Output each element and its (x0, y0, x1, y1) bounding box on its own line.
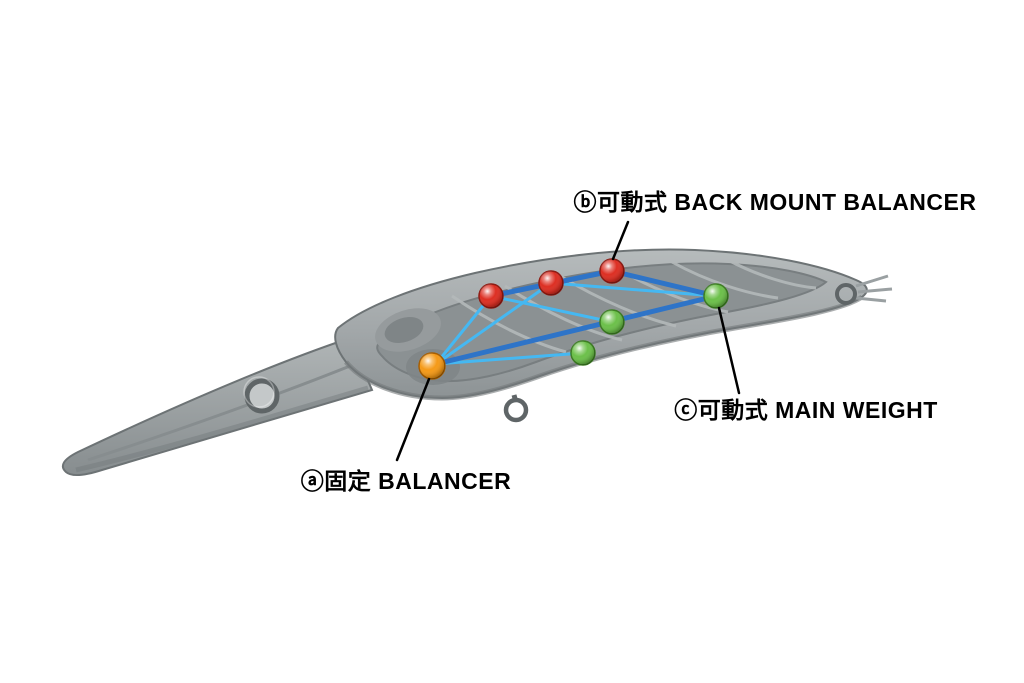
ball-green-shading (600, 310, 624, 334)
body-belly-shading (344, 294, 864, 401)
bill-ridge-line (87, 364, 351, 462)
track-dark (433, 293, 719, 367)
ball-green-shading (571, 341, 595, 365)
rib-line (504, 284, 623, 342)
track-light (434, 294, 493, 366)
line-tie-eyelet-highlight (243, 376, 275, 408)
rib-line (451, 294, 567, 354)
track-light (549, 281, 718, 298)
ball-back-mount-2 (538, 270, 564, 296)
ball-orange-shading (419, 353, 445, 379)
tail-wire (857, 287, 893, 294)
ball-back-mount-3 (599, 258, 625, 284)
track-light (489, 294, 614, 324)
leader-lines (395, 220, 741, 462)
ball-fixed-balancer (418, 352, 446, 380)
ball-green-shading (704, 284, 728, 308)
tail-hardware (835, 274, 893, 305)
track-light (434, 281, 553, 366)
ball-main-weight-3 (703, 283, 729, 309)
label-fixed-balancer: ⓐ固定 BALANCER (301, 468, 511, 494)
ball-red-shading (479, 284, 503, 308)
leader-line-main-weight (717, 306, 741, 395)
leader-line-back-mount (611, 220, 630, 261)
ball-main-weight-1 (570, 340, 596, 366)
ball-red-shading (600, 259, 624, 283)
lure-bill (62, 336, 374, 476)
rib-line (727, 258, 817, 290)
ball-back-mount-1 (478, 283, 504, 309)
head-cavity-hole (384, 317, 424, 343)
ball-main-weight-2 (599, 309, 625, 335)
rib-line (671, 260, 779, 300)
belly-hook-eyelet (503, 397, 529, 423)
leader-line-fixed-balancer (395, 377, 431, 462)
bill-shadow-edge (75, 385, 369, 473)
tail-wire (855, 296, 887, 303)
track-dark (609, 268, 719, 299)
weights (418, 258, 729, 380)
tail-wire (855, 274, 889, 288)
label-back-mount-balancer: ⓑ可動式 BACK MOUNT BALANCER (574, 189, 977, 215)
track-light (434, 351, 585, 366)
label-main-weight: ⓒ可動式 MAIN WEIGHT (674, 397, 938, 423)
tail-eyelet (835, 283, 857, 305)
line-tie-eyelet (244, 378, 280, 414)
ball-red-shading (539, 271, 563, 295)
